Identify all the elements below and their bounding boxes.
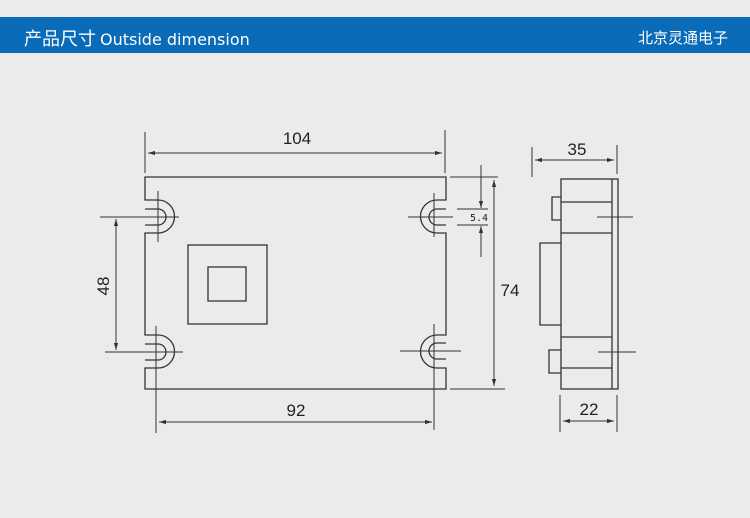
side-tabs xyxy=(539,196,561,374)
display-window-inner xyxy=(207,266,247,302)
slot-inner-outlines xyxy=(145,208,446,361)
extension-lines xyxy=(144,130,505,390)
title-en: Outside dimension xyxy=(100,30,250,49)
slot-label: 5.4 xyxy=(470,213,488,224)
side-body xyxy=(560,178,619,390)
side-extension-lines xyxy=(531,145,618,432)
brand-name: 北京灵通电子 xyxy=(637,29,728,47)
body-depth-label: 22 xyxy=(580,400,599,419)
depth-label: 35 xyxy=(568,140,587,159)
hole-crosshairs xyxy=(100,191,461,433)
title-cn: 产品尺寸 xyxy=(24,29,96,50)
display-window-outer xyxy=(187,244,268,325)
hole-spacing-y-label: 48 xyxy=(94,277,113,296)
hole-spacing-x-label: 92 xyxy=(287,401,306,420)
front-view: 104 92 48 74 5.4 xyxy=(94,129,519,433)
side-inner-lines xyxy=(561,179,613,389)
side-crosshairs xyxy=(597,216,636,353)
width-label: 104 xyxy=(283,129,311,148)
side-view: 35 22 xyxy=(531,140,636,432)
height-label: 74 xyxy=(501,281,520,300)
plate-outline xyxy=(144,176,447,390)
